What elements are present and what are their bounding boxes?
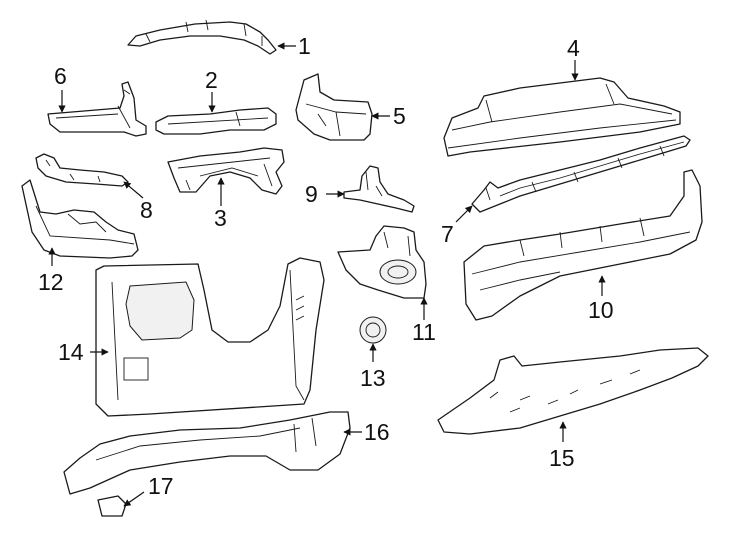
part-1 (127, 19, 277, 55)
callout-labels: 1 2 3 4 5 6 7 8 9 10 11 12 13 14 15 16 1… (38, 33, 614, 499)
leader-lines (48, 42, 606, 507)
callout-15: 15 (549, 445, 575, 471)
callout-4: 4 (567, 35, 580, 61)
callout-14: 14 (58, 339, 84, 365)
part-11 (337, 225, 427, 299)
part-9 (343, 165, 415, 213)
part-14 (95, 257, 325, 417)
part-17 (97, 495, 127, 517)
leader-8 (123, 181, 144, 199)
part-8 (35, 153, 129, 187)
callout-5: 5 (393, 103, 406, 129)
part-3 (167, 147, 285, 195)
callout-12: 12 (38, 269, 64, 295)
callout-6: 6 (54, 63, 67, 89)
part-10 (463, 169, 703, 321)
leader-17 (123, 491, 145, 507)
callout-1: 1 (298, 33, 311, 59)
callout-10: 10 (588, 297, 614, 323)
callout-7: 7 (441, 221, 454, 247)
part-7 (471, 135, 691, 213)
callout-17: 17 (148, 473, 174, 499)
part-13 (359, 316, 387, 344)
leader-7 (455, 205, 473, 223)
part-6 (47, 81, 147, 137)
callout-11: 11 (412, 319, 436, 345)
callout-8: 8 (140, 197, 153, 223)
callout-3: 3 (214, 205, 227, 231)
part-15 (437, 347, 709, 435)
part-4 (443, 77, 681, 157)
part-16 (63, 411, 351, 495)
part-5 (295, 73, 373, 141)
callout-13: 13 (360, 365, 386, 391)
part-12 (21, 179, 139, 259)
callout-9: 9 (305, 181, 318, 207)
part-2 (155, 107, 277, 135)
callout-2: 2 (205, 67, 218, 93)
callout-16: 16 (364, 419, 390, 445)
